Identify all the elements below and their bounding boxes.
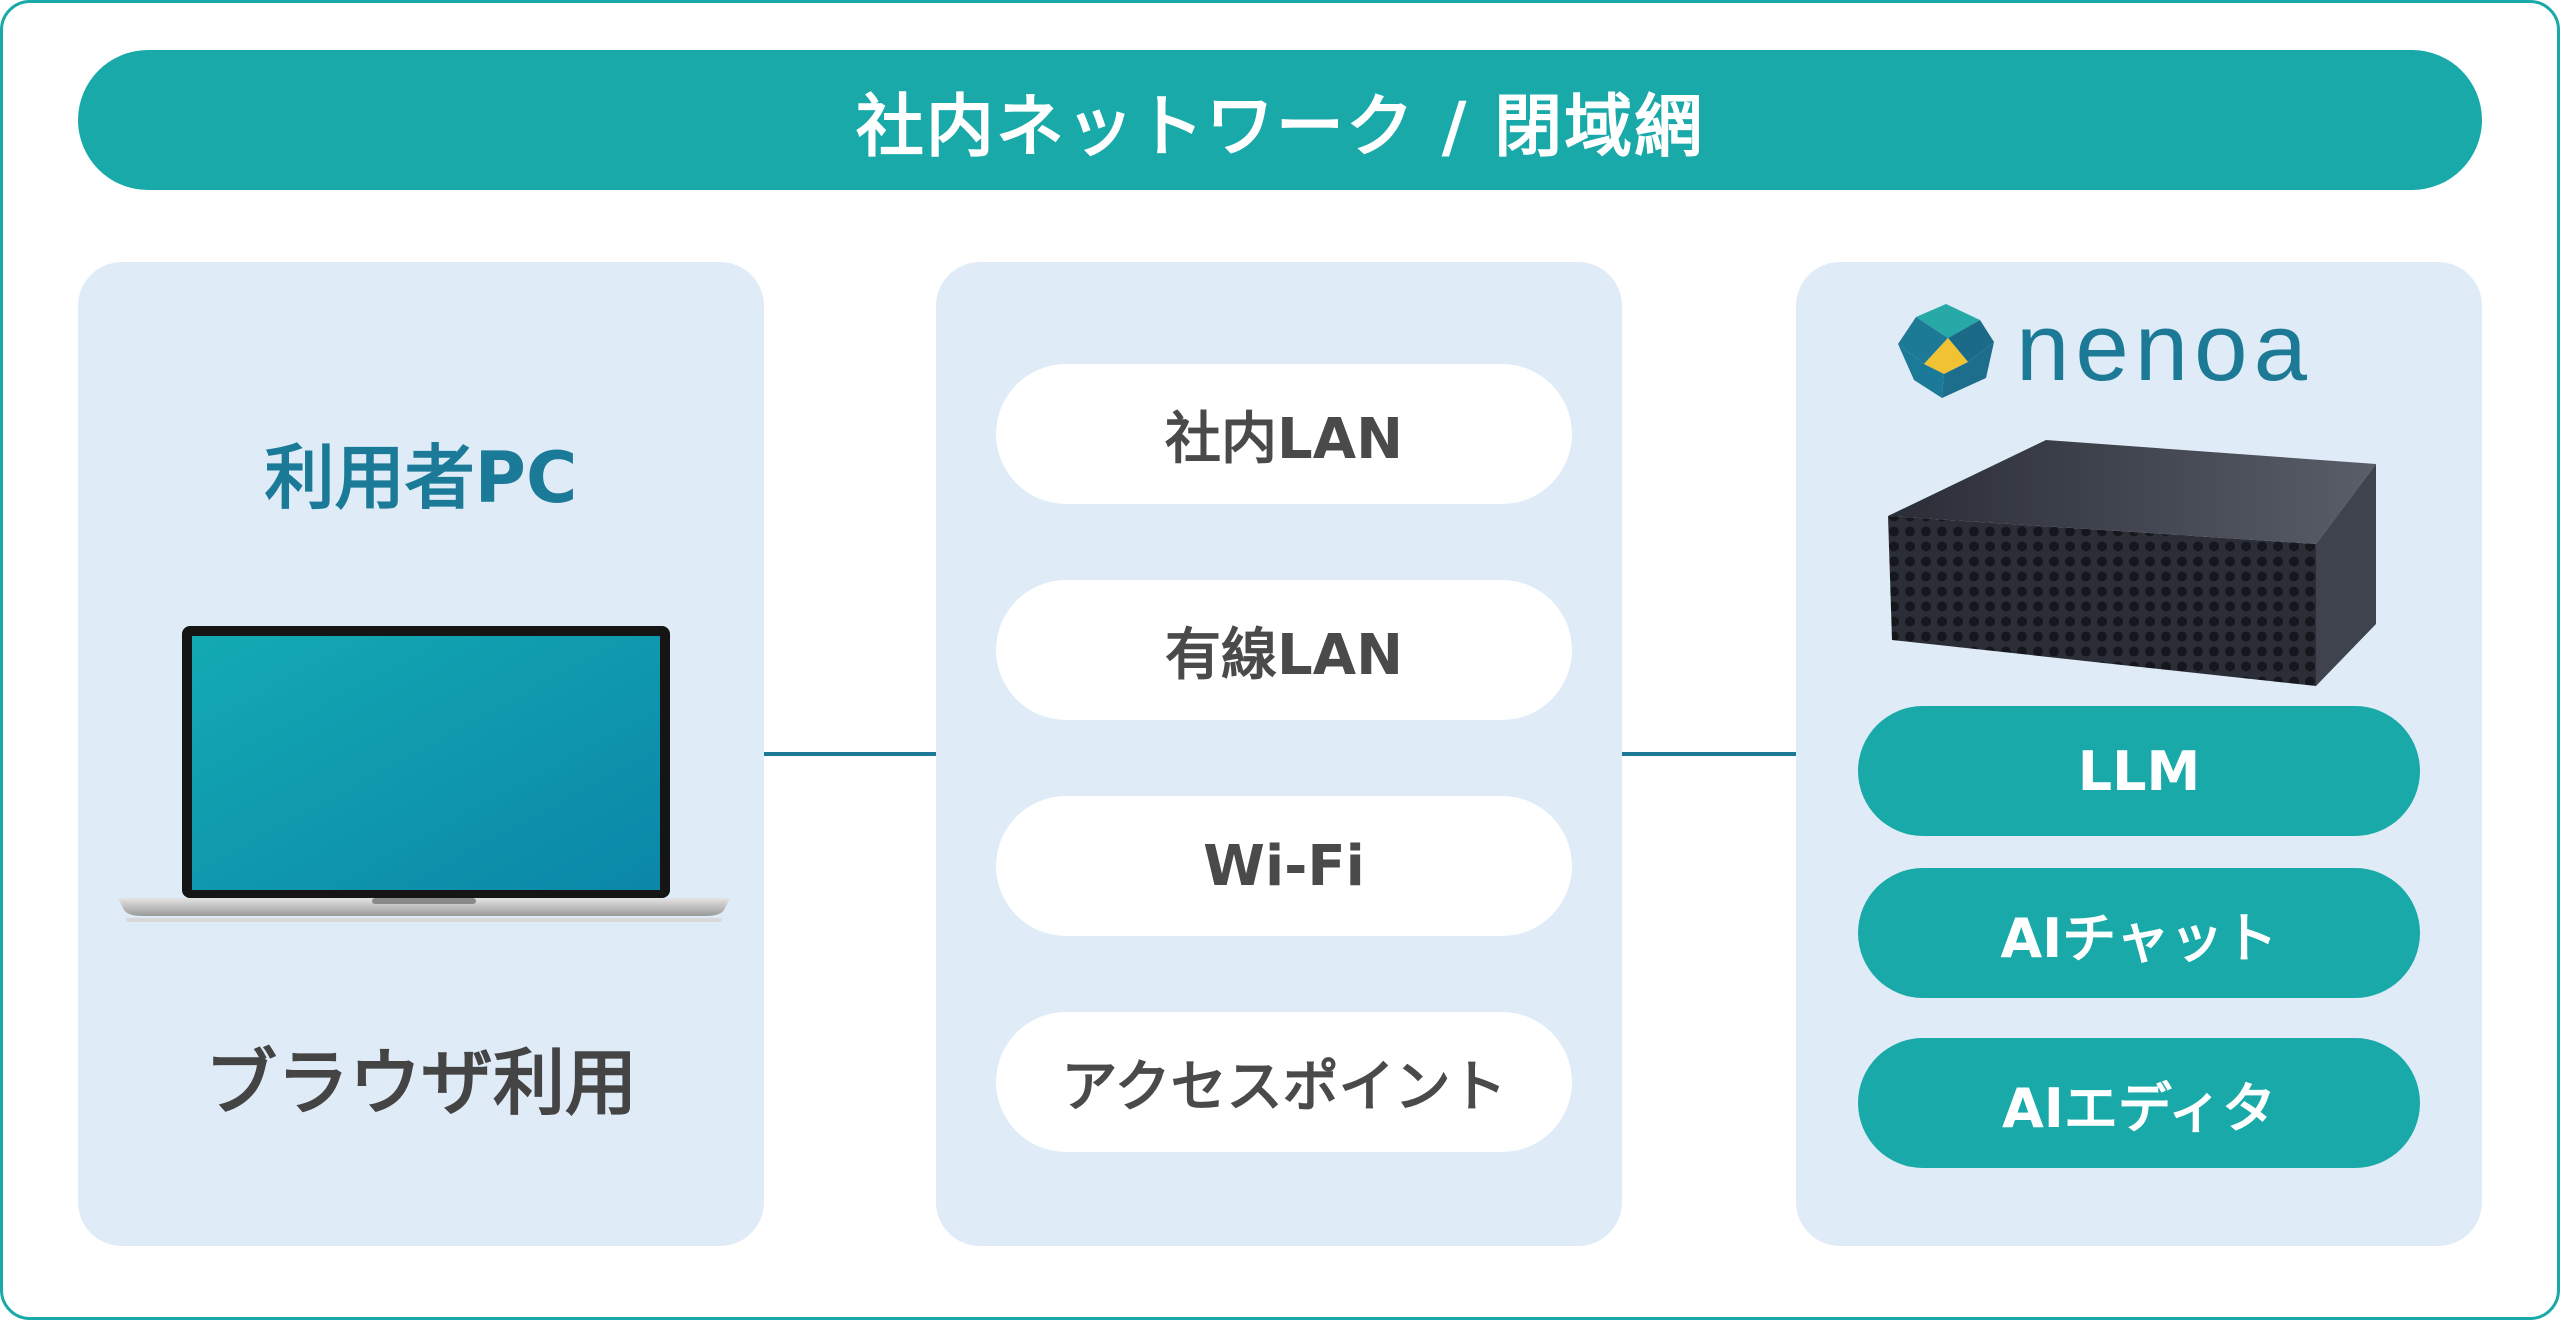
user-pc-title: 利用者PC	[264, 437, 578, 519]
connector-pc-to-network	[764, 752, 936, 756]
feature-item-label: LLM	[2077, 739, 2201, 803]
nenoa-panel: nenoa LLM AIチャット AIエディタ	[1796, 262, 2482, 1246]
network-item: 有線LAN	[996, 580, 1572, 720]
network-item-label: 有線LAN	[1165, 622, 1403, 688]
laptop-icon	[118, 626, 730, 922]
connector-network-to-server	[1622, 752, 1796, 756]
network-item: Wi-Fi	[996, 796, 1572, 936]
network-item-label: 社内LAN	[1165, 406, 1403, 472]
network-panel: 社内LAN 有線LAN Wi-Fi アクセスポイント	[936, 262, 1622, 1246]
network-item-label: Wi-Fi	[1203, 833, 1365, 899]
feature-item-llm: LLM	[1858, 706, 2420, 836]
feature-item-label: AIエディタ	[2001, 1076, 2277, 1140]
nenoa-logo-text: nenoa	[2016, 302, 2313, 401]
feature-item-ai-chat: AIチャット	[1858, 868, 2420, 998]
network-title: 社内ネットワーク / 閉域網	[855, 87, 1705, 167]
server-device-icon	[1888, 440, 2376, 686]
feature-item-ai-editor: AIエディタ	[1858, 1038, 2420, 1168]
network-item: 社内LAN	[996, 364, 1572, 504]
network-title-banner: 社内ネットワーク / 閉域網	[78, 50, 2482, 190]
network-item-label: アクセスポイント	[1061, 1054, 1507, 1120]
feature-item-label: AIチャット	[2000, 906, 2278, 970]
nenoa-logo: nenoa	[1898, 302, 2313, 401]
nenoa-logo-icon	[1898, 304, 1994, 398]
network-item: アクセスポイント	[996, 1012, 1572, 1152]
browser-usage-caption: ブラウザ利用	[204, 1041, 637, 1125]
user-pc-panel: 利用者PC ブラウザ利用	[78, 262, 764, 1246]
